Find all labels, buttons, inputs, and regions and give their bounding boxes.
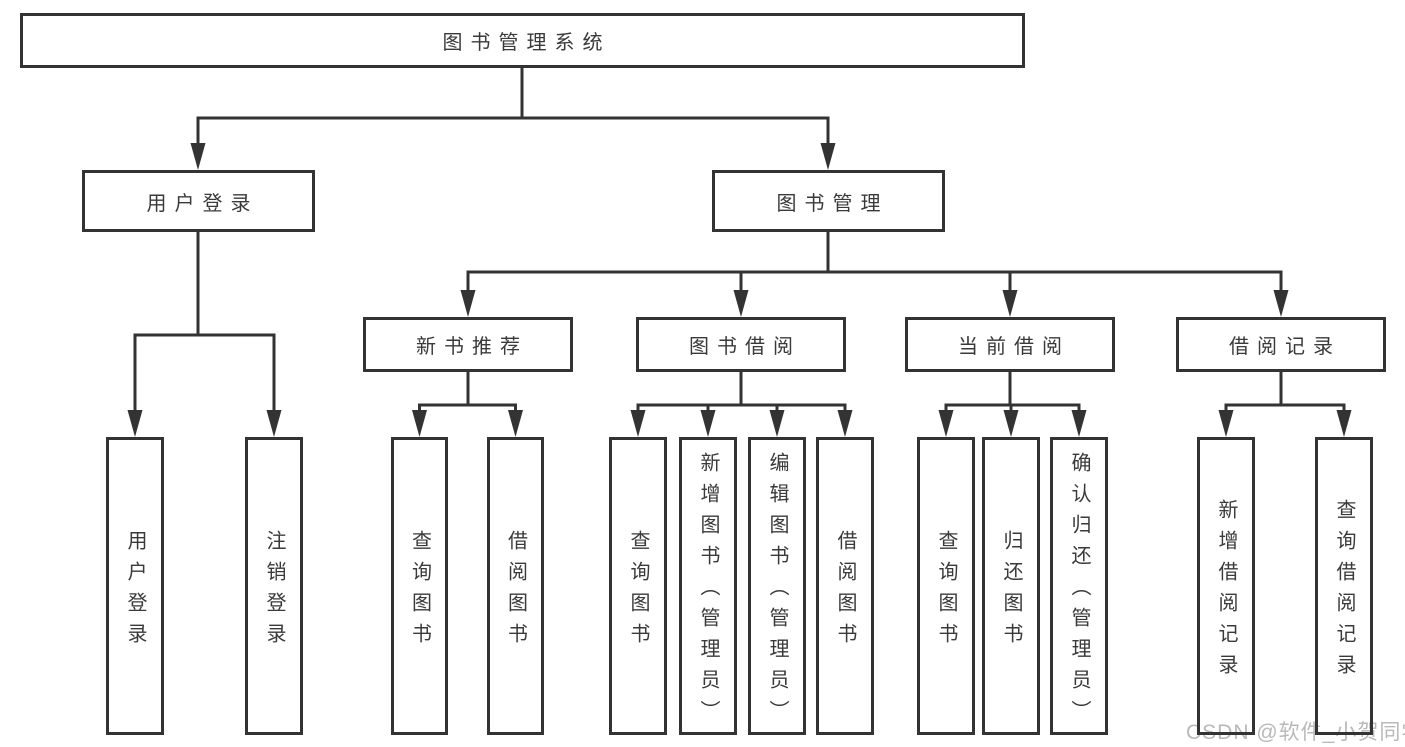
node-library-management-system: 图书管理系统 [20,13,1025,68]
leaf-borrow-books-recommend: 借阅图书 [487,437,544,735]
leaf-user-login: 用户登录 [106,437,164,735]
leaf-logout: 注销登录 [245,437,303,735]
node-current-borrow: 当前借阅 [905,317,1115,372]
node-label: 用户登录 [146,192,259,215]
node-borrow-records: 借阅记录 [1176,317,1386,372]
leaf-query-books-borrow: 查询图书 [609,437,667,735]
leaf-label: 查询借阅记录 [1333,498,1355,685]
node-label: 图书管理系统 [442,32,611,54]
node-label: 新书推荐 [416,336,528,358]
leaf-query-books-current: 查询图书 [917,437,975,735]
leaf-label: 编辑图书（管理员） [766,452,788,731]
leaf-add-books-admin: 新增图书（管理员） [679,437,737,735]
leaf-borrow-books: 借阅图书 [816,437,874,735]
node-label: 图书管理 [776,192,889,215]
leaf-label: 查询图书 [627,529,649,654]
leaf-edit-books-admin: 编辑图书（管理员） [748,437,806,735]
node-label: 借阅记录 [1229,336,1341,358]
leaf-label: 查询图书 [935,529,957,654]
leaf-add-borrow-record: 新增借阅记录 [1197,437,1255,735]
leaf-confirm-return-admin: 确认归还（管理员） [1050,437,1108,735]
leaf-label: 新增图书（管理员） [697,452,719,731]
leaf-label: 归还图书 [1000,529,1022,654]
leaf-query-borrow-record: 查询借阅记录 [1315,437,1373,735]
node-book-borrow: 图书借阅 [636,317,846,372]
leaf-query-books-recommend: 查询图书 [391,437,448,735]
node-new-book-recommend: 新书推荐 [363,317,573,372]
leaf-return-books: 归还图书 [982,437,1040,735]
leaf-label: 用户登录 [124,529,146,654]
leaf-label: 借阅图书 [834,529,856,654]
leaf-label: 查询图书 [408,529,431,654]
leaf-label: 借阅图书 [504,529,527,654]
leaf-label: 确认归还（管理员） [1068,452,1090,731]
node-label: 当前借阅 [958,336,1070,358]
leaf-label: 注销登录 [263,529,285,654]
leaf-label: 新增借阅记录 [1215,498,1237,685]
node-label: 图书借阅 [689,336,801,358]
node-book-management: 图书管理 [712,170,945,232]
node-user-login: 用户登录 [82,170,315,232]
csdn-watermark: CSDN @软件_小贺同学 [1186,721,1405,744]
